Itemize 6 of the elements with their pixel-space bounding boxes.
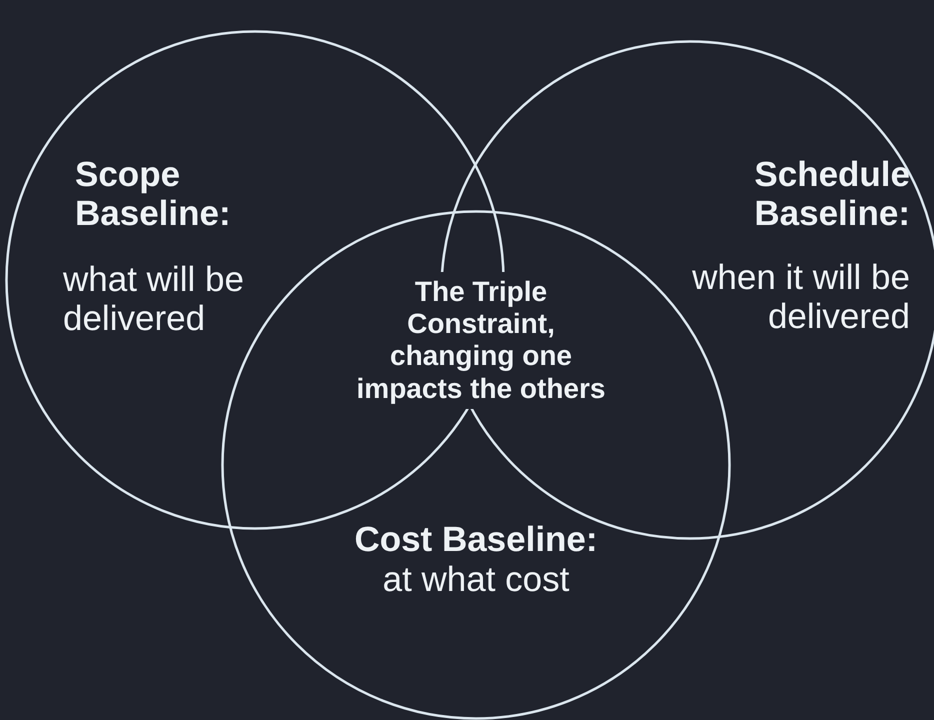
heading: Scope Baseline:: [75, 155, 232, 234]
description-text: at what cost: [382, 560, 570, 600]
heading: Cost Baseline:: [353, 520, 599, 560]
heading: Schedule Baseline:: [753, 155, 910, 234]
description-text: what will be delivered: [63, 260, 245, 338]
description-text: when it will be delivered: [691, 258, 910, 336]
